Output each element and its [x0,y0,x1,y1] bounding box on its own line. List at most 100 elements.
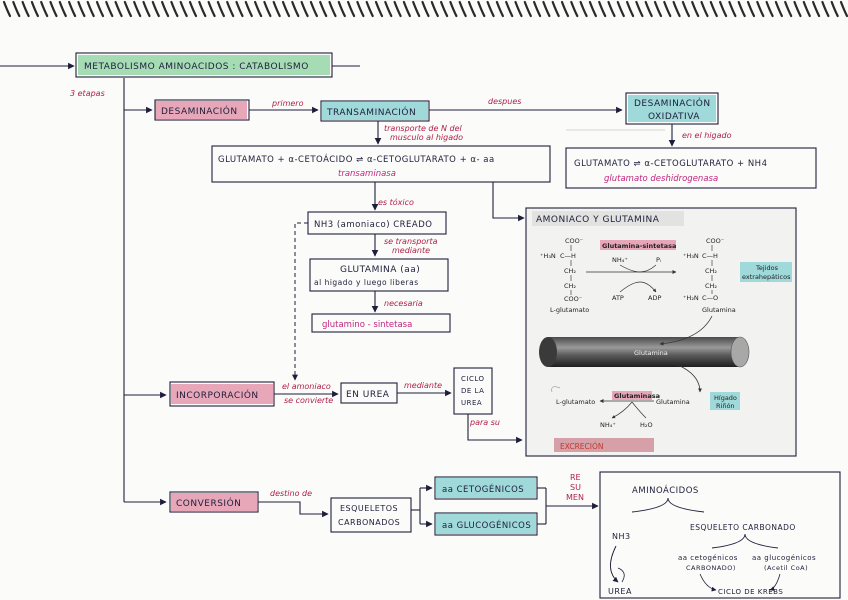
svg-text:L-glutamato: L-glutamato [550,306,589,314]
spiral-ring [188,0,198,18]
svg-text:COO⁻: COO⁻ [565,237,583,245]
spiral-ring [198,0,207,18]
mediante-label: mediante [404,381,442,390]
spiral-ring [579,0,588,18]
desaminacion-label: DESAMINACIÓN [161,105,238,117]
spiral-ring [421,0,430,18]
ciclo-label-3: UREA [461,399,482,407]
spiral-ring [263,0,272,18]
excrecion-label: EXCRECIÓN [560,442,603,451]
spiral-ring [570,0,579,18]
spiral-ring [719,0,728,18]
se-transporta-label-1: se transporta [384,237,438,246]
desaminacion-oxidativa-highlight [628,95,716,122]
spiral-ring [12,0,21,18]
figure-header-bg [532,211,684,226]
spiral-ring [30,0,39,18]
spiral-ring [281,0,291,18]
transporte-label-1: transporte de N del [384,124,463,133]
spiral-ring [709,0,718,18]
spiral-ring [728,0,737,18]
spiral-ring [319,0,328,18]
transporte-label-2: musculo al higado [390,133,463,142]
spiral-ring [207,0,216,18]
spiral-ring [774,0,783,18]
spiral-ring [533,0,542,18]
spiral-ring [68,0,77,18]
svg-text:CH₂: CH₂ [564,282,576,290]
excrecion-bar [554,438,654,452]
spiral-ring [542,0,551,18]
esqueletos-label-2: CARBONADOS [338,518,400,527]
resumen-label-2: SU [570,483,581,492]
vessel-glutamina-label: Glutamina [634,349,668,357]
spiral-ring [737,0,746,18]
spiral-ring [179,0,188,18]
spiral-ring [523,0,532,18]
glucogenicos-label: aa GLUCOGÉNICOS [442,519,531,531]
notebook-spiral [2,0,848,18]
spiral-ring [272,0,281,18]
svg-text:C—H: C—H [560,252,576,260]
summary-cetogenicos-1: aa cetogénicos [678,554,738,562]
spiral-ring [477,0,486,18]
page-title: METABOLISMO AMINOACIDOS : CATABOLISMO [84,62,309,72]
spiral-ring [635,0,644,18]
ciclo-urea-box [453,367,493,415]
spiral-ring [123,0,132,18]
summary-box [599,471,841,599]
spiral-ring [588,0,597,18]
summary-glucogenicos-2: (Acetil CoA) [764,564,808,572]
spiral-ring [756,0,765,18]
spiral-ring [291,0,300,18]
spiral-ring [49,0,58,18]
higado-highlight [710,392,740,410]
nh4-label: NH₄⁺ [612,256,628,264]
svg-text:C—O: C—O [702,294,718,302]
oxidativa-equation: GLUTAMATO ⇌ α-CETOGLUTARATO + NH4 [574,159,767,169]
spiral-ring [133,0,142,18]
spiral-ring [458,0,467,18]
svg-text:⁺H₃N: ⁺H₃N [540,252,556,260]
oxidativa-reaction-box [565,147,817,189]
cetogenicos-label: aa CETOGÉNICOS [442,483,524,495]
spiral-ring [161,0,170,18]
spiral-ring [226,0,235,18]
svg-text:COO⁻: COO⁻ [706,237,724,245]
spiral-ring [337,0,346,18]
spiral-ring [830,0,839,18]
spiral-ring [2,0,12,18]
glutamina-structure: COO⁻ ⁺H₃N C—H CH₂ CH₂ ⁺H₂N C—O Glutamina [683,237,736,314]
transaminasa-label: transaminasa [338,169,396,179]
svg-text:⁺H₃N: ⁺H₃N [683,252,699,260]
resumen-label-3: MEN [566,493,584,502]
spiral-ring [142,0,151,18]
title-highlight [78,55,330,75]
spiral-ring [430,0,439,18]
spiral-ring [449,0,458,18]
spiral-ring [244,0,253,18]
spiral-ring [839,0,848,18]
spiral-ring [626,0,635,18]
spiral-ring [412,0,421,18]
spiral-ring [551,0,560,18]
tejidos-label-1: Tejidos [755,264,779,272]
blood-vessel: Glutamina [539,336,750,368]
spiral-ring [21,0,30,18]
summary-urea: UREA [608,587,632,596]
ciclo-label-1: CICLO [461,375,485,383]
higado-label-2: Riñón [716,402,735,410]
spiral-ring [328,0,337,18]
tejidos-label-2: extrahepáticos [742,273,791,281]
spiral-ring [105,0,114,18]
svg-text:⁺H₂N: ⁺H₂N [683,294,699,302]
spiral-ring [235,0,244,18]
figure-header: AMONIACO Y GLUTAMINA [536,215,660,225]
spiral-ring [700,0,709,18]
se-convierte-label: se convierte [284,396,333,405]
adp-label: ADP [648,294,661,302]
h2o-label: H₂O [640,421,653,429]
conversion-label: CONVERSIÓN [176,497,241,509]
spiral-ring [505,0,514,18]
spiral-ring [309,0,318,18]
